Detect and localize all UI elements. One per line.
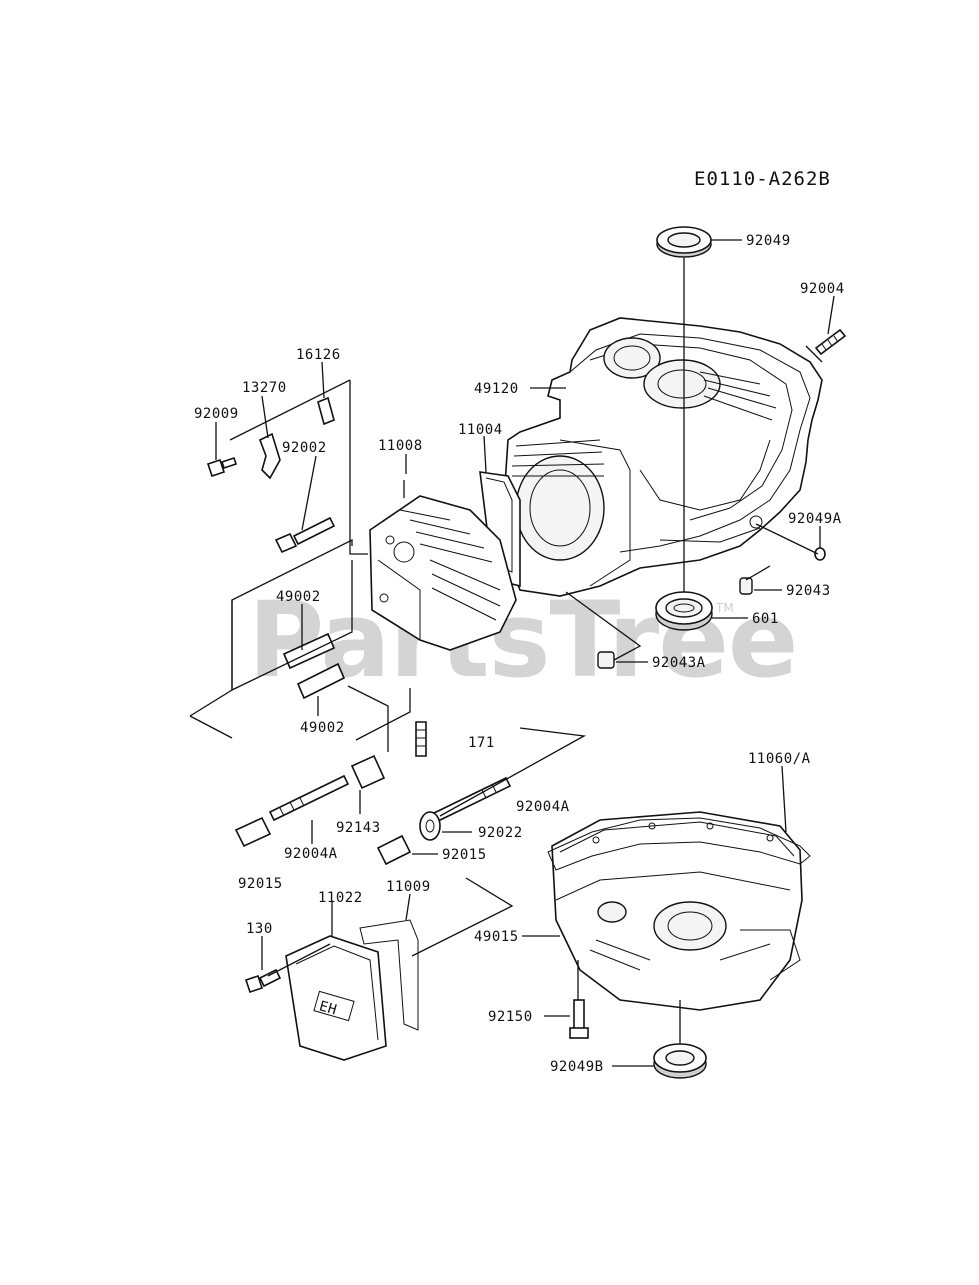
collar-92015-left bbox=[234, 816, 272, 848]
label-130: 130 bbox=[246, 921, 273, 937]
label-92049B: 92049B bbox=[550, 1059, 604, 1075]
leader-lines bbox=[215, 239, 835, 1067]
label-92022: 92022 bbox=[478, 825, 523, 841]
oil-seal-92049 bbox=[656, 226, 712, 258]
label-92143: 92143 bbox=[336, 820, 381, 836]
sleeve-92143 bbox=[350, 754, 386, 790]
bolt-92150 bbox=[569, 999, 589, 1039]
bolt-92002 bbox=[274, 516, 336, 554]
label-92009: 92009 bbox=[194, 406, 239, 422]
label-11060A: 11060/A bbox=[748, 751, 811, 767]
label-11009: 11009 bbox=[386, 879, 431, 895]
label-92043: 92043 bbox=[786, 583, 831, 599]
bolt-130 bbox=[244, 968, 282, 994]
label-49002-lower: 49002 bbox=[300, 720, 345, 736]
part-number-labels: 92049 92004 49120 16126 13270 92009 1100… bbox=[194, 233, 845, 1075]
label-92015-left: 92015 bbox=[238, 876, 283, 892]
oil-seal-92049B bbox=[653, 1043, 707, 1079]
diagram-code: E0110-A262B bbox=[694, 168, 831, 190]
label-171: 171 bbox=[468, 735, 495, 751]
label-92043A: 92043A bbox=[652, 655, 706, 671]
assembly-lines bbox=[189, 258, 823, 1044]
label-92015-right: 92015 bbox=[442, 847, 487, 863]
valve-guide-49002-lower bbox=[296, 662, 346, 700]
label-11022: 11022 bbox=[318, 890, 363, 906]
stud-bolt-92004 bbox=[814, 328, 847, 356]
ball-bearing-601 bbox=[655, 591, 713, 631]
svg-text:EH: EH bbox=[317, 998, 339, 1018]
bracket-13270 bbox=[258, 432, 281, 480]
stud-92004A-left bbox=[268, 774, 350, 822]
stud-171 bbox=[415, 721, 427, 757]
cover-gasket-11009 bbox=[359, 919, 419, 1031]
label-92004A-right: 92004A bbox=[516, 799, 570, 815]
valve-cover-11022: EH bbox=[285, 935, 387, 1061]
stud-92004A-right bbox=[430, 776, 512, 824]
watermark-trademark: TM bbox=[715, 601, 734, 615]
bolt-92009 bbox=[206, 456, 238, 478]
collar-92015-right bbox=[376, 834, 412, 866]
washer-92022 bbox=[419, 811, 441, 841]
crankcase-drawing bbox=[503, 317, 823, 597]
label-601: 601 bbox=[752, 611, 779, 627]
cylinder-head-11008 bbox=[369, 495, 517, 651]
label-92150: 92150 bbox=[488, 1009, 533, 1025]
label-49015: 49015 bbox=[474, 929, 519, 945]
seal-92049A bbox=[814, 547, 826, 561]
label-49120: 49120 bbox=[474, 381, 519, 397]
crankcase-cover-49015 bbox=[551, 811, 803, 1011]
label-92049A: 92049A bbox=[788, 511, 842, 527]
gasket-11060A bbox=[547, 817, 811, 871]
dowel-pin-92043 bbox=[739, 577, 753, 595]
dowel-pin-92043A bbox=[597, 651, 615, 669]
label-11004: 11004 bbox=[458, 422, 503, 438]
label-16126: 16126 bbox=[296, 347, 341, 363]
label-92004: 92004 bbox=[800, 281, 845, 297]
label-13270: 13270 bbox=[242, 380, 287, 396]
label-92049: 92049 bbox=[746, 233, 791, 249]
label-49002-upper: 49002 bbox=[276, 589, 321, 605]
label-92004A-left: 92004A bbox=[284, 846, 338, 862]
label-92002: 92002 bbox=[282, 440, 327, 456]
plate-16126 bbox=[317, 396, 335, 426]
label-11008: 11008 bbox=[378, 438, 423, 454]
